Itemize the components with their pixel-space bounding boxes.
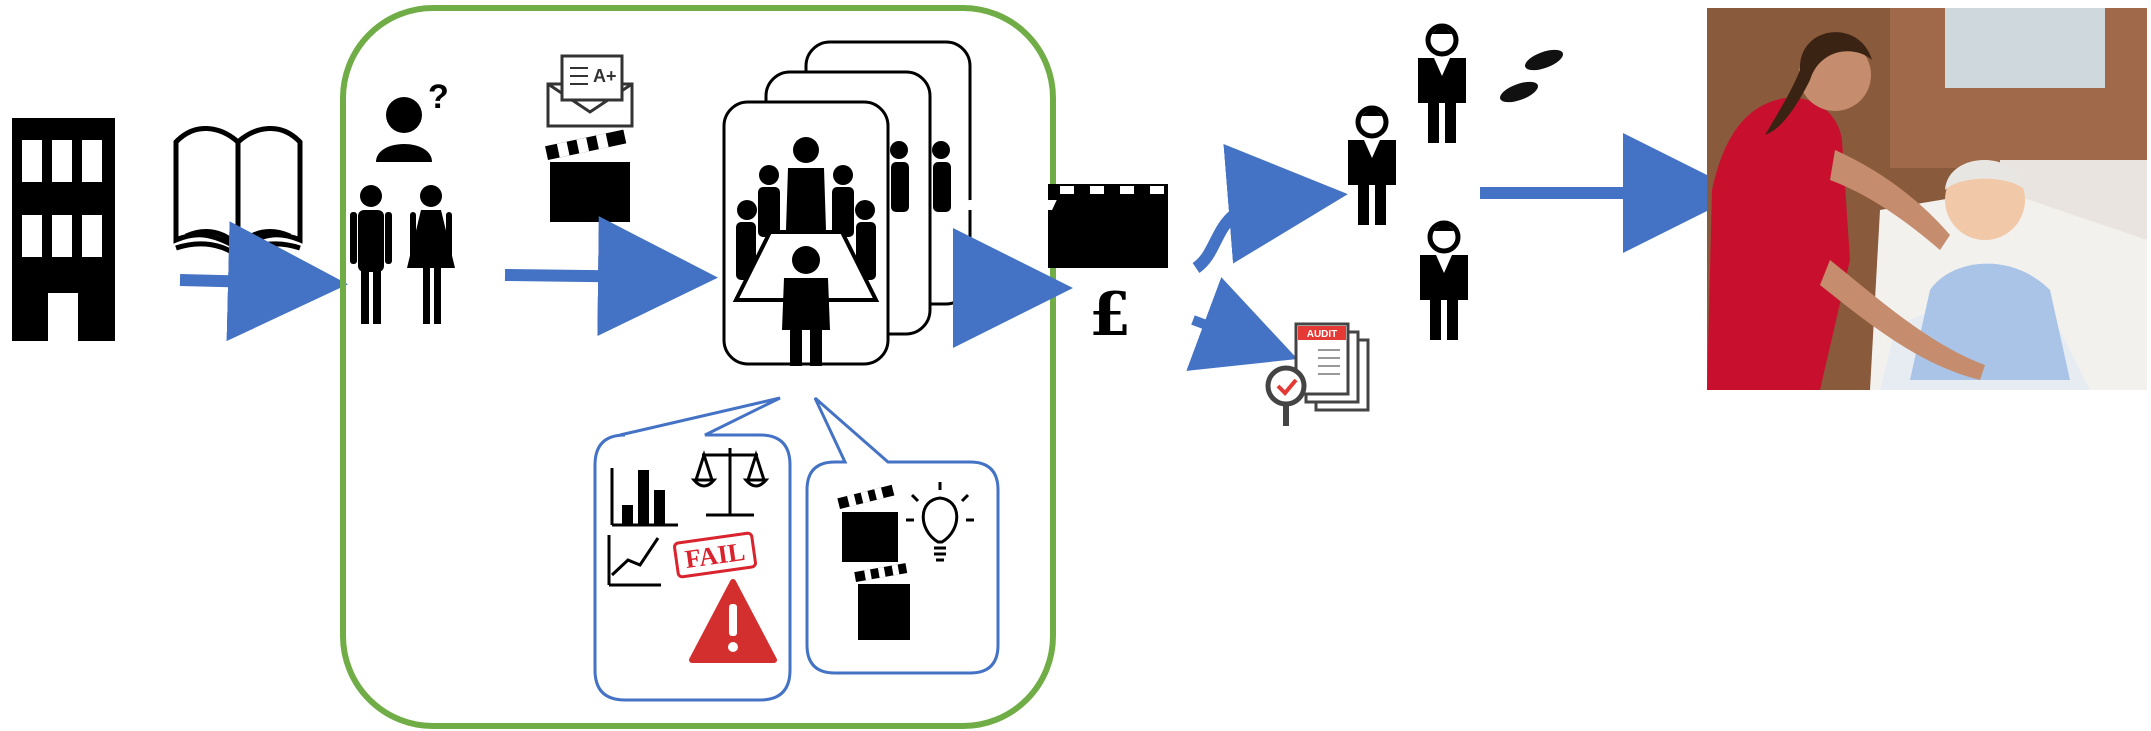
svg-text:AUDIT: AUDIT <box>1307 329 1338 340</box>
thinking-person-icon: ? <box>376 78 449 162</box>
graded-letter-icon: A+ <box>546 54 634 128</box>
line-chart-icon <box>607 535 661 587</box>
warning-icon <box>689 579 777 663</box>
group-container <box>340 5 1056 729</box>
man-woman-icon <box>350 185 455 324</box>
arrow-people-to-meeting <box>504 216 718 337</box>
clapperboard-icon <box>545 129 630 222</box>
footprints-icon <box>1500 49 1563 103</box>
scales-icon <box>690 448 770 517</box>
clapperboard-icon <box>854 563 910 640</box>
arrow-to-audit <box>1186 277 1298 371</box>
svg-text:?: ? <box>428 78 449 116</box>
bar-chart-icon <box>610 468 678 527</box>
pound-sign-icon: £ <box>1089 280 1131 350</box>
clapperboard-icon <box>964 184 1168 268</box>
doctor-icon <box>1348 23 1468 340</box>
lightbulb-icon <box>906 482 974 562</box>
open-book-icon <box>173 126 303 260</box>
clapperboard-icon <box>837 484 898 562</box>
audit-document-icon: AUDIT <box>1265 322 1370 426</box>
arrow-to-doctors <box>1192 143 1348 273</box>
nurse-patient-photo <box>1707 8 2147 390</box>
speech-bubble-solutions <box>805 396 1000 675</box>
meeting-cards-icon <box>722 40 972 366</box>
fail-stamp-icon: FAIL <box>673 531 757 579</box>
svg-text:A+: A+ <box>593 66 617 86</box>
arrow-book-to-group <box>179 221 348 342</box>
building-icon <box>12 118 115 341</box>
